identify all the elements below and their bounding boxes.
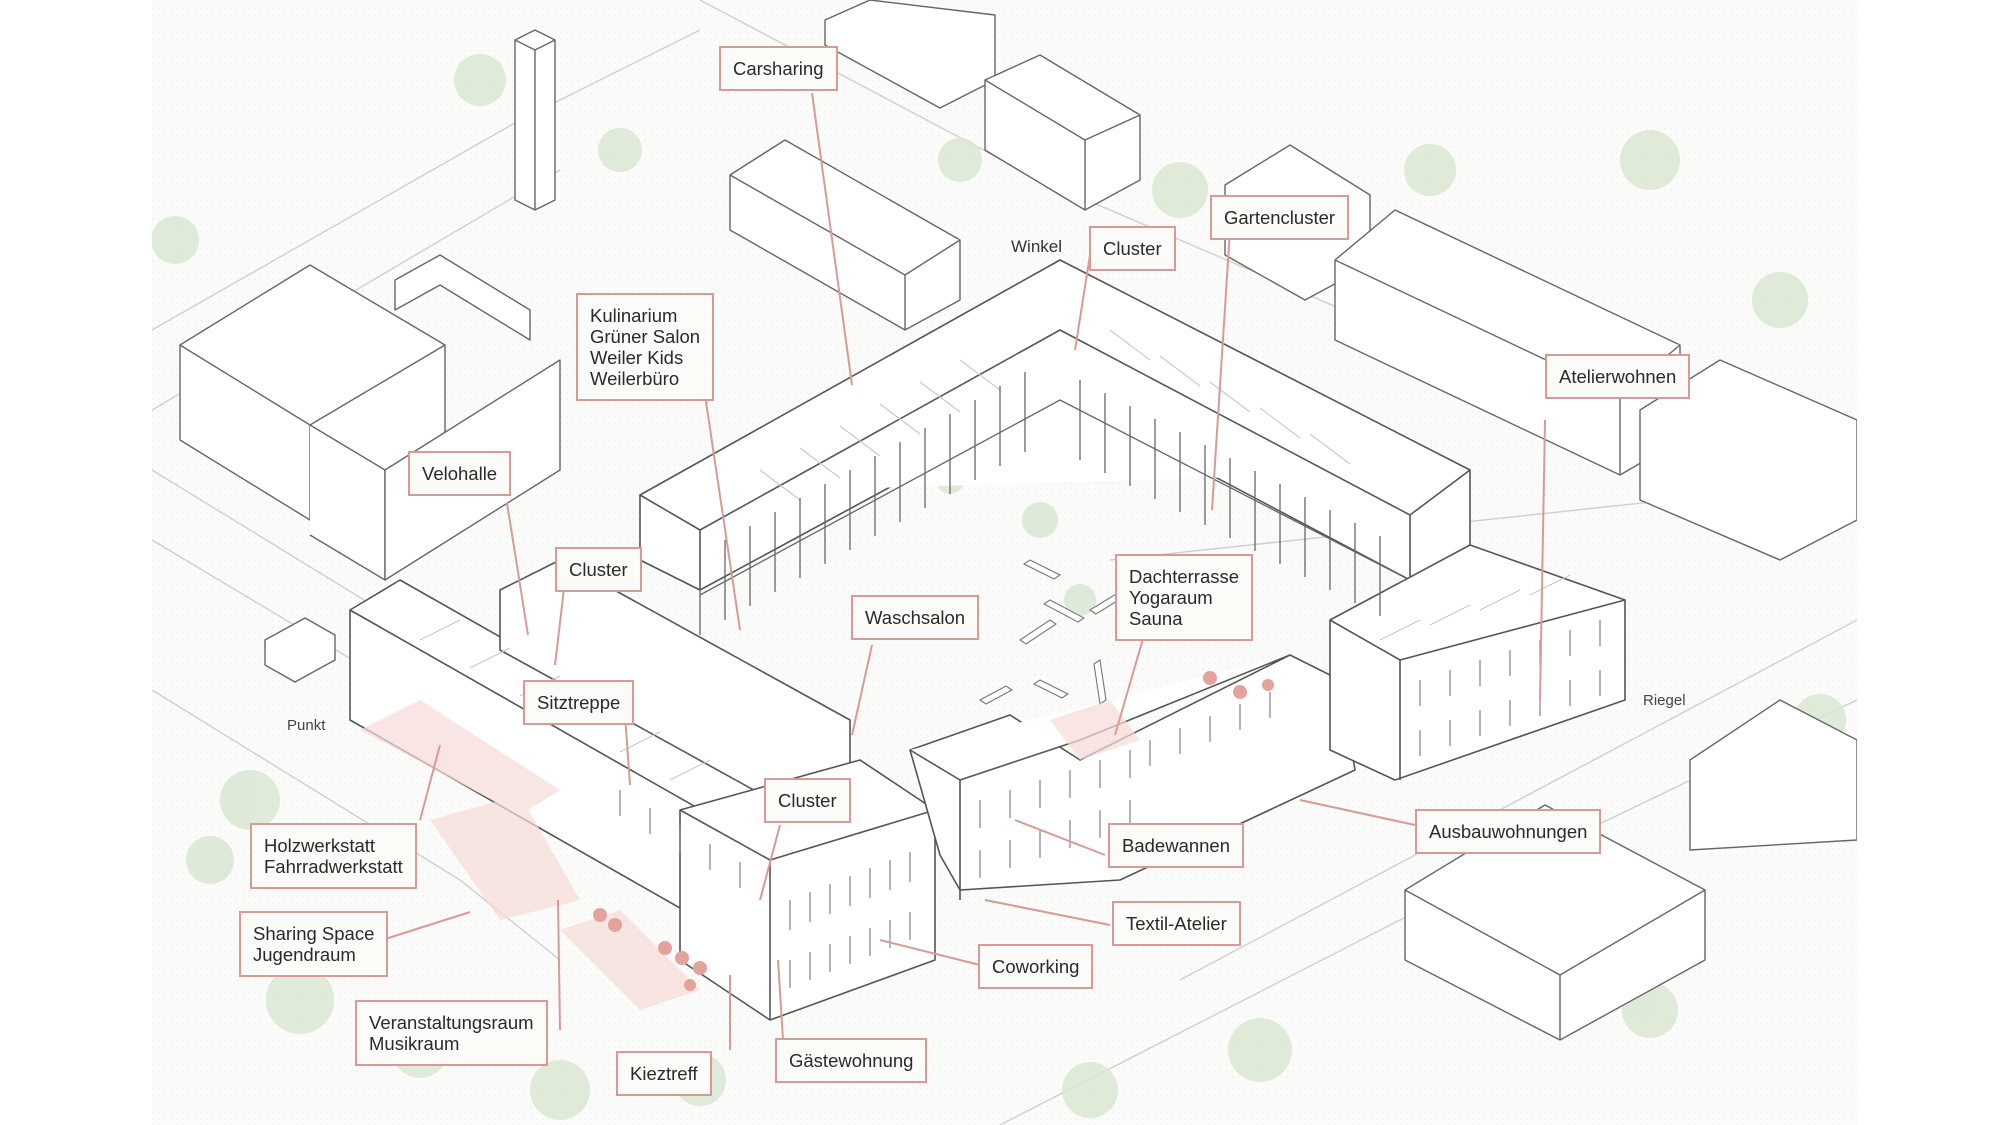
axonometric-drawing [152, 0, 1857, 1125]
callout-sitztreppe: Sitztreppe [523, 680, 635, 725]
label-punkt: Punkt [287, 717, 326, 734]
callout-holzwerkstatt: Holzwerkstatt Fahrradwerkstatt [250, 823, 417, 889]
callout-kieztreff: Kieztreff [616, 1051, 712, 1096]
facade-windows [619, 620, 1601, 988]
callout-atelierwohnen: Atelierwohnen [1545, 354, 1691, 399]
callout-dachterrasse: Dachterrasse Yogaraum Sauna [1115, 554, 1254, 641]
callout-cluster-south: Cluster [764, 778, 851, 823]
callout-velohalle: Velohalle [408, 451, 512, 496]
callout-cluster-west: Cluster [555, 547, 642, 592]
callout-coworking: Coworking [978, 944, 1094, 989]
callout-badewannen: Badewannen [1108, 823, 1245, 868]
courtyard-benches [978, 559, 1124, 705]
umbrellas [593, 671, 1274, 991]
callout-carsharing: Carsharing [719, 46, 838, 91]
context-buildings [179, 0, 1857, 1041]
axonometric-canvas: Carsharing Winkel Cluster Gartencluster … [152, 0, 1857, 1125]
callout-sharing-space: Sharing Space Jugendraum [239, 911, 389, 977]
callout-textil-atelier: Textil-Atelier [1112, 901, 1241, 946]
label-riegel: Riegel [1643, 692, 1686, 709]
courtyard-colonnade [699, 372, 1401, 635]
ground-floor-zones [360, 700, 1140, 1010]
callout-ausbauwohnungen: Ausbauwohnungen [1415, 809, 1602, 854]
leader-lines [381, 92, 1546, 1050]
callout-veranstaltungsraum: Veranstaltungsraum Musikraum [355, 1000, 548, 1066]
label-winkel: Winkel [1011, 237, 1063, 256]
project-blocks [349, 259, 1626, 1021]
callout-cluster-north: Cluster [1089, 226, 1176, 271]
callout-gaestewohnung: Gästewohnung [775, 1038, 928, 1083]
callout-kulinarium: Kulinarium Grüner Salon Weiler Kids Weil… [576, 293, 715, 401]
callout-gartencluster: Gartencluster [1210, 195, 1350, 240]
callout-waschsalon: Waschsalon [851, 595, 980, 640]
